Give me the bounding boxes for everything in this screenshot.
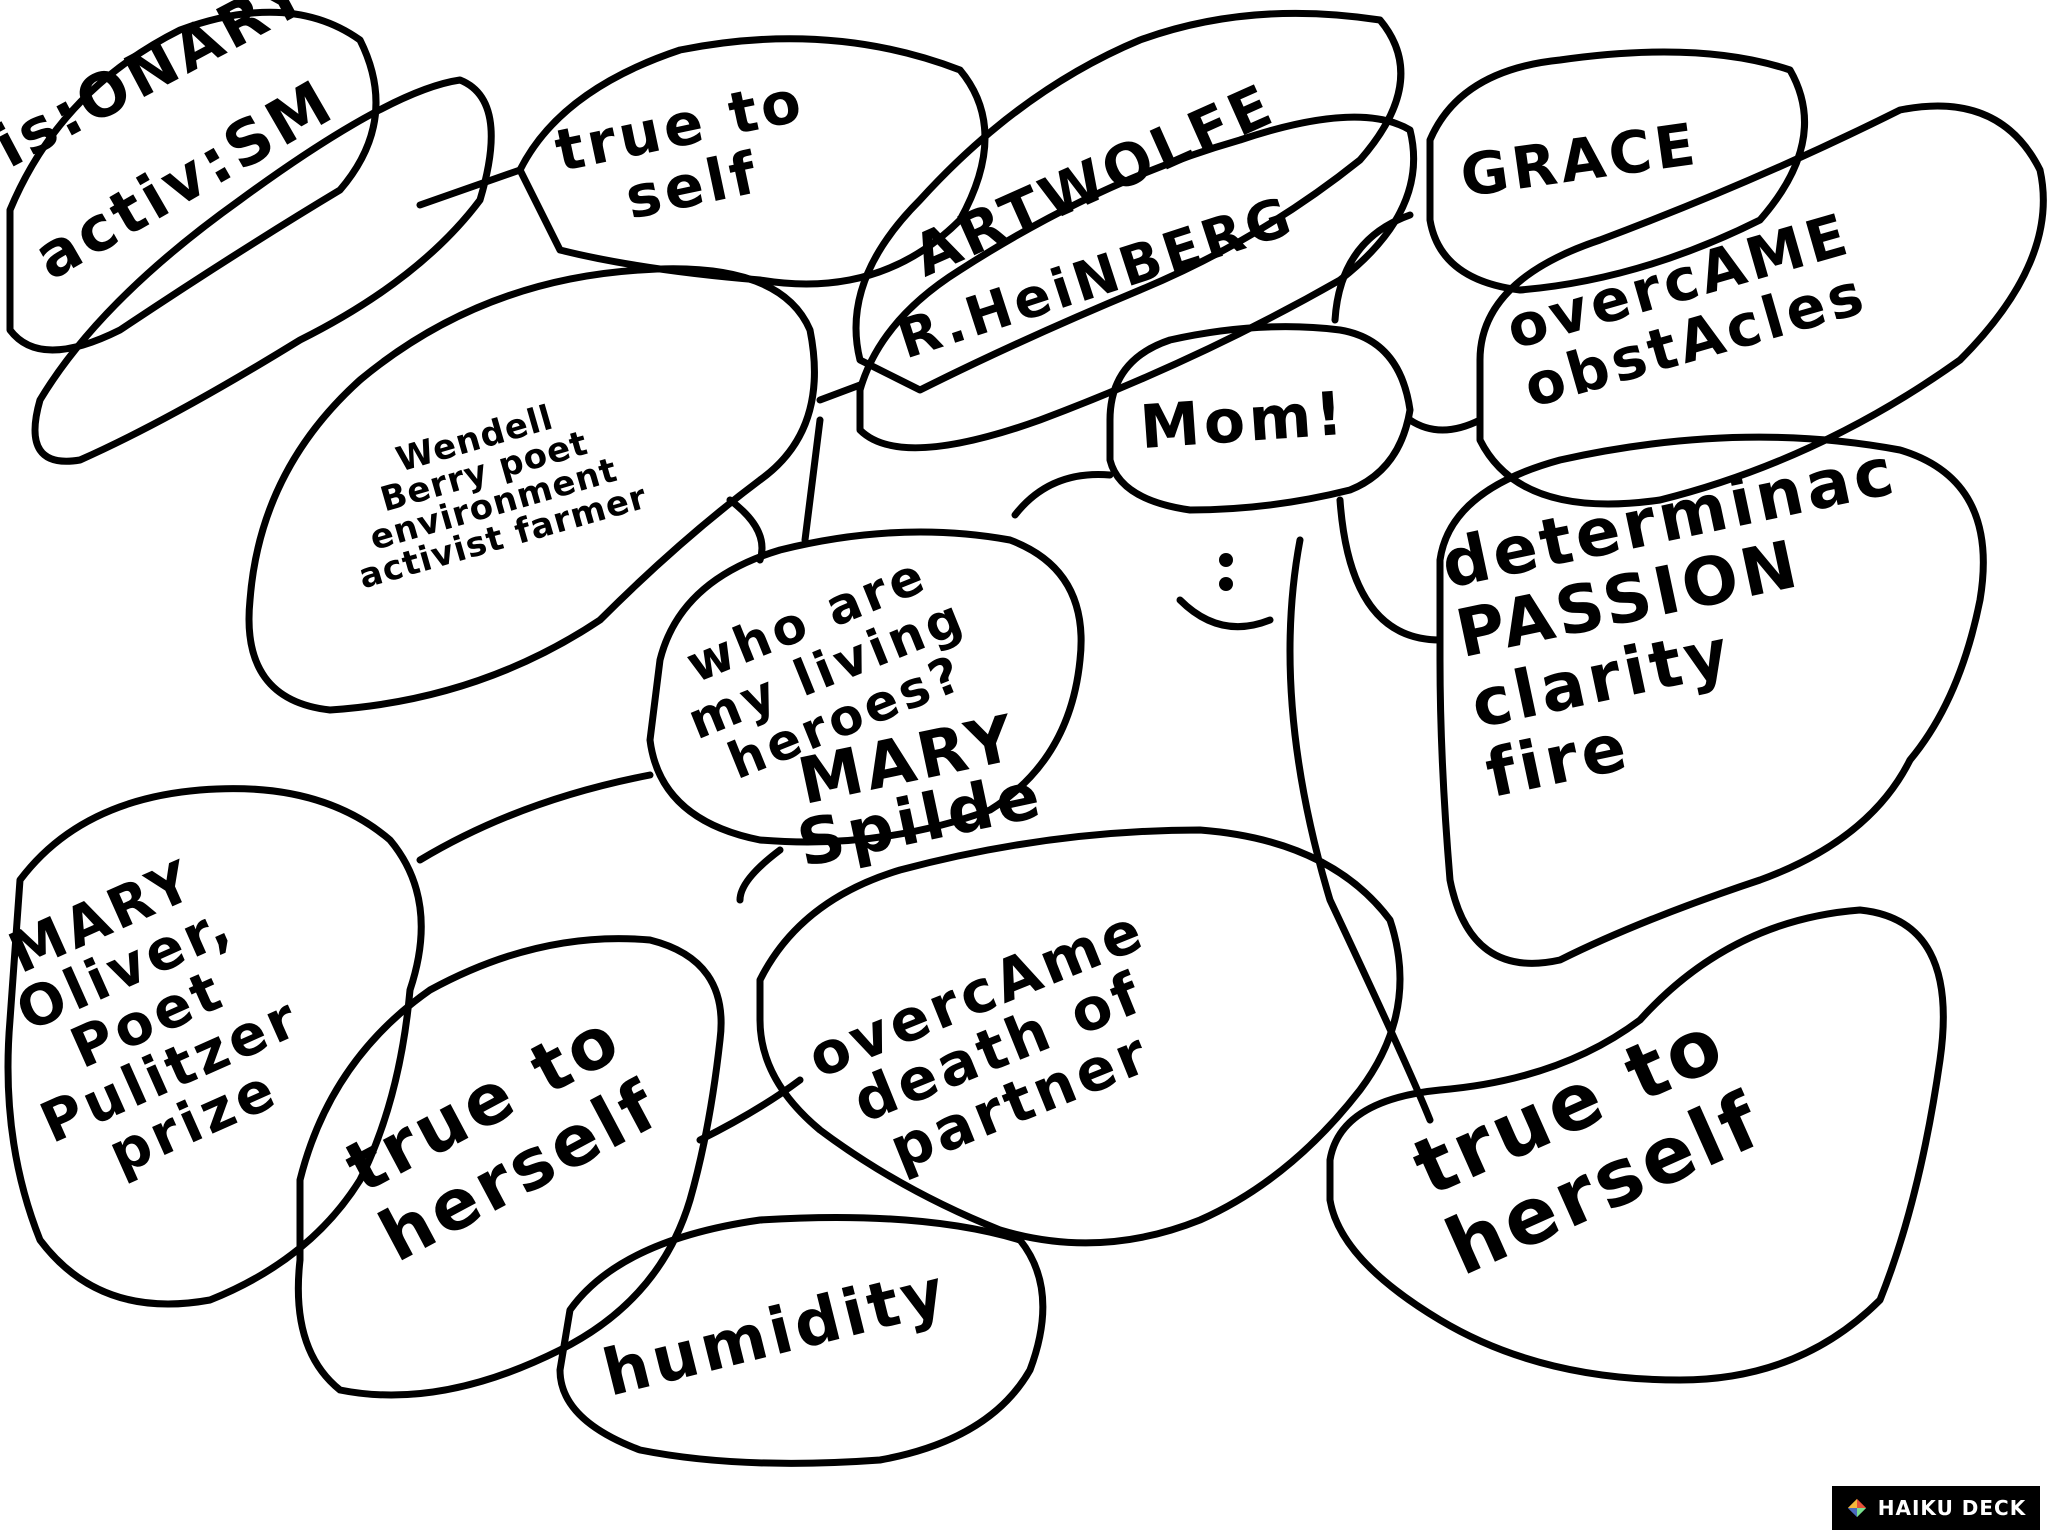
haiku-deck-logo-icon bbox=[1847, 1498, 1866, 1518]
link-activism-center bbox=[416, 166, 524, 209]
link-center-oliver bbox=[416, 771, 654, 864]
haiku-deck-brand-text: HAIKU DECK bbox=[1877, 1496, 2027, 1520]
link-mom-right-herself bbox=[1286, 536, 1434, 1124]
link-heinberg-down bbox=[801, 416, 824, 544]
link-wendell-center bbox=[726, 496, 766, 564]
link-spilde-left bbox=[736, 846, 784, 904]
blob-heinberg bbox=[856, 113, 1418, 452]
blob-mom bbox=[1106, 323, 1414, 514]
link-heinberg-wendell bbox=[816, 381, 864, 404]
blob-mary-oliver bbox=[4, 785, 425, 1308]
link-left-herself-death bbox=[696, 1076, 804, 1144]
blob-true-to-herself-left bbox=[294, 935, 725, 1399]
blob-true-to-herself-right bbox=[1326, 906, 1947, 1384]
label-mom: Mom! bbox=[1137, 378, 1349, 464]
dot-1 bbox=[1219, 553, 1233, 567]
dot-2 bbox=[1219, 577, 1233, 591]
blob-determination bbox=[1436, 433, 1987, 967]
blob-overcame-death bbox=[756, 826, 1404, 1247]
haiku-deck-badge: HAIKU DECK bbox=[1832, 1486, 2040, 1530]
link-mom-overcame bbox=[1406, 416, 1484, 434]
blob-activism bbox=[31, 76, 495, 465]
link-mom-center bbox=[1011, 471, 1114, 519]
blob-art-wolfe bbox=[852, 9, 1405, 394]
link-mom-determination bbox=[1336, 496, 1444, 644]
blob-overcame-obstacles bbox=[1476, 102, 2047, 508]
link-grace-mom bbox=[1331, 211, 1414, 324]
link-mom-smile bbox=[1176, 596, 1274, 631]
blob-wendell bbox=[245, 265, 818, 714]
blob-center bbox=[646, 528, 1085, 846]
blob-humidity bbox=[556, 1214, 1047, 1467]
